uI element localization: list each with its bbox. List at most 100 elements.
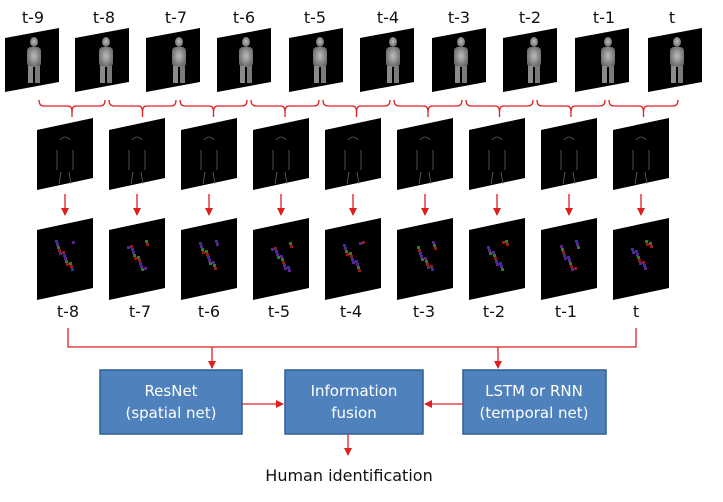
flow-frame xyxy=(397,218,453,300)
flow-vector xyxy=(563,254,566,257)
flow-vector xyxy=(646,243,649,246)
difference-frame xyxy=(253,118,309,190)
pair-bracket xyxy=(608,99,679,113)
silhouette-torso xyxy=(386,47,400,67)
frame-background xyxy=(181,118,237,190)
pair-bracket xyxy=(536,99,606,113)
flow-vector xyxy=(359,242,362,245)
difference-frame xyxy=(397,118,453,190)
flow-vector xyxy=(288,269,291,272)
flow-vector xyxy=(352,261,355,264)
frame-background xyxy=(37,118,93,190)
flow-frame xyxy=(325,218,381,300)
top-label: t-8 xyxy=(93,8,115,27)
flow-vector xyxy=(637,256,640,259)
difference-frame xyxy=(325,118,381,190)
flow-vector xyxy=(200,245,203,248)
flow-vector xyxy=(66,263,69,266)
resnet-subtitle: (spatial net) xyxy=(125,404,216,422)
flow-vector xyxy=(205,250,208,253)
flow-vector xyxy=(138,259,141,262)
flow-vector xyxy=(216,243,219,246)
frame-background xyxy=(541,118,597,190)
silhouette-torso xyxy=(601,47,615,67)
flow-vector xyxy=(58,249,61,252)
flow-vector xyxy=(638,259,641,262)
top-label: t-6 xyxy=(233,8,255,27)
flow-vector xyxy=(576,243,579,246)
silhouette-torso xyxy=(172,47,186,67)
flow-vector xyxy=(430,265,433,268)
silhouette-leg xyxy=(528,66,533,83)
flow-vector xyxy=(274,247,277,250)
flow-vector xyxy=(496,263,499,266)
silhouette-frame xyxy=(360,28,414,92)
frame-background xyxy=(397,118,453,190)
flow-vector xyxy=(133,254,136,257)
flow-vector xyxy=(141,268,144,271)
frame-background xyxy=(325,118,381,190)
flow-frame xyxy=(181,218,237,300)
bottom-label: t-8 xyxy=(57,302,79,321)
pair-bracket xyxy=(108,99,177,113)
flow-vector xyxy=(131,248,134,251)
frame-background xyxy=(109,118,165,190)
flow-vector xyxy=(644,267,647,270)
silhouette-head xyxy=(175,37,183,47)
flow-vector xyxy=(569,262,572,265)
flow-vector xyxy=(349,252,352,255)
top-label: t-5 xyxy=(304,8,326,27)
flow-vector xyxy=(649,242,652,245)
flow-vector xyxy=(635,250,638,253)
flow-vector xyxy=(356,263,359,266)
fusion-title: Information xyxy=(311,382,398,400)
silhouette-head xyxy=(389,37,397,47)
flow-vector xyxy=(65,260,68,263)
flow-vector xyxy=(289,242,292,245)
pair-bracket xyxy=(465,99,534,113)
top-label: t-2 xyxy=(519,8,541,27)
flow-vector xyxy=(346,253,349,256)
flow-vector xyxy=(355,260,358,263)
silhouette-leg xyxy=(387,66,392,83)
flow-vector xyxy=(71,268,74,271)
flow-vector xyxy=(206,253,209,256)
flow-vector xyxy=(421,258,424,261)
silhouette-frame xyxy=(503,28,557,92)
flow-vector xyxy=(290,245,293,248)
flow-vector xyxy=(277,256,280,259)
flow-frame xyxy=(109,218,165,300)
flow-vector xyxy=(55,240,58,243)
difference-frame xyxy=(109,118,165,190)
resnet-box: ResNet (spatial net) xyxy=(99,369,243,435)
silhouette-leg xyxy=(28,66,33,83)
silhouette-head xyxy=(102,37,110,47)
top-label: t-1 xyxy=(593,8,615,27)
silhouette-torso xyxy=(99,47,113,67)
silhouette-torso xyxy=(27,47,41,67)
flow-vector xyxy=(280,255,283,258)
flow-vector xyxy=(505,240,508,243)
flow-vector xyxy=(282,261,285,264)
flow-vector xyxy=(424,257,427,260)
silhouette-frame xyxy=(146,28,200,92)
flow-vector xyxy=(487,246,490,249)
flow-vector xyxy=(499,262,502,265)
flow-vector xyxy=(574,267,577,270)
collector-arrows xyxy=(67,328,637,369)
flow-vector xyxy=(568,259,571,262)
flow-frame xyxy=(613,218,669,300)
flow-vector xyxy=(639,262,642,265)
silhouette-frame xyxy=(648,28,702,92)
output-label: Human identification xyxy=(265,466,432,485)
top-label: t-3 xyxy=(448,8,470,27)
pair-bracket xyxy=(38,99,106,113)
silhouette-leg xyxy=(247,66,252,83)
top-labels: t-9 t-8 t-7 t-6 t-5 t-4 t-3 t-2 t-1 t xyxy=(22,8,675,27)
silhouette-leg xyxy=(462,66,467,83)
flow-vector xyxy=(636,253,639,256)
bottom-label: t-4 xyxy=(340,302,362,321)
flow-vector xyxy=(502,241,505,244)
frame-background xyxy=(253,118,309,190)
silhouette-leg xyxy=(107,66,112,83)
